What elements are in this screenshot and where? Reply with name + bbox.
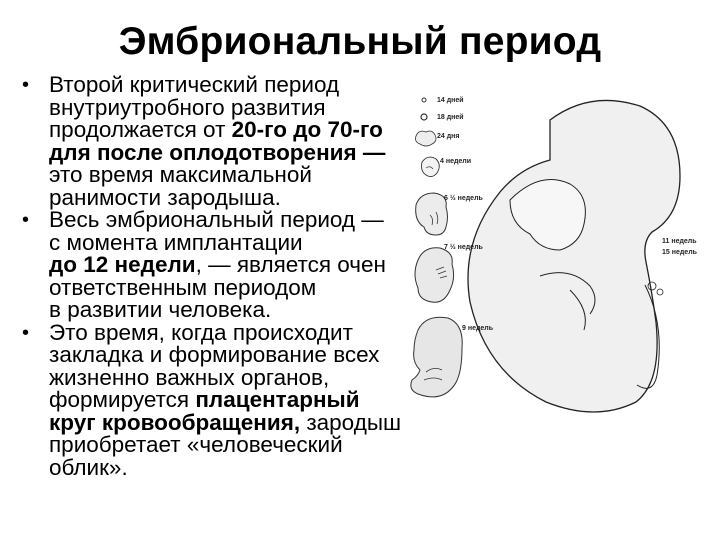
bullet-line: с момента имплантации — [49, 229, 442, 255]
bullet-dot-icon: • — [22, 74, 30, 96]
text: закладка и формирование всех — [49, 342, 380, 367]
bullet-text: Весь эмбриональный период —с момента имп… — [49, 207, 442, 322]
bullet-line: круг кровообращения, зародыш — [49, 409, 442, 435]
bullet-line: ранимости зародыша. — [49, 184, 442, 210]
text: формируется — [49, 387, 196, 412]
text: приобретает «человеческий — [49, 432, 343, 457]
bold-text: до 12 недели — [49, 252, 196, 277]
text: Второй критический период — [49, 72, 340, 97]
bullet-dot-icon: • — [22, 321, 30, 344]
text: жизненно важных органов, — [49, 364, 330, 390]
bold-text: плацентарный — [195, 387, 360, 412]
text: ранимости зародыша. — [49, 184, 281, 210]
bullet-line: Второй критический период — [49, 72, 442, 97]
bullet-line: ответственным периодом — [49, 274, 442, 300]
label-14-days: 14 дней — [437, 97, 464, 104]
bullet-line: приобретает «человеческий — [49, 432, 442, 457]
text: это время максимальной — [49, 162, 312, 187]
label-15-weeks: 15 недель — [662, 249, 697, 256]
label-9-weeks: 9 недель — [462, 325, 494, 332]
text: Это время, когда происходит — [49, 319, 353, 345]
bullet-line: Весь эмбриональный период — — [49, 207, 442, 232]
bullet-line: закладка и формирование всех — [49, 342, 442, 367]
label-4-weeks: 4 недели — [440, 158, 472, 165]
label-6-5-weeks: 6 ½ недель — [444, 195, 483, 202]
bullet-line: в развитии человека. — [49, 297, 442, 322]
bullet-item: • Весь эмбриональный период —с момента и… — [22, 207, 442, 322]
text: ответственным периодом — [49, 274, 317, 300]
label-7-5-weeks: 7 ½ недель — [444, 244, 483, 251]
text: облик». — [49, 454, 128, 480]
text: зародыш — [300, 409, 402, 435]
bullet-line: для после оплодотворения — — [49, 139, 442, 165]
bullet-line: продолжается от 20-го до 70-го — [49, 117, 442, 142]
label-18-days: 18 дней — [437, 114, 464, 121]
embryo-development-illustration: 14 дней 18 дней 24 дня 4 недели 6 ½ неде… — [400, 60, 720, 480]
bullet-line: облик». — [49, 454, 442, 480]
label-11-weeks: 11 недель — [662, 238, 697, 245]
bullet-dot-icon: • — [22, 209, 30, 231]
bullet-line: формируется плацентарный — [49, 387, 442, 412]
text: в развитии человека. — [49, 297, 272, 322]
bold-text: круг кровообращения, — [49, 409, 301, 435]
text: продолжается от — [49, 117, 232, 142]
bullet-line: жизненно важных органов, — [49, 364, 442, 390]
bullet-line: до 12 недели, — является очен — [49, 252, 442, 277]
label-24-days: 24 дня — [437, 133, 460, 140]
bullet-line: Это время, когда происходит — [49, 319, 442, 345]
bold-text: 20-го до 70-го — [231, 117, 383, 142]
slide-title: Эмбриональный период — [118, 20, 602, 63]
bold-text: для после оплодотворения — — [49, 139, 386, 165]
text: Весь эмбриональный период — — [49, 207, 384, 232]
bullet-line: это время максимальной — [49, 162, 442, 187]
text: , — является очен — [195, 252, 386, 277]
text: с момента имплантации — [49, 229, 303, 255]
text: внутриутробного развития — [49, 94, 326, 120]
bullet-line: внутриутробного развития — [49, 94, 442, 120]
embryo-stages-drawing — [410, 97, 681, 413]
